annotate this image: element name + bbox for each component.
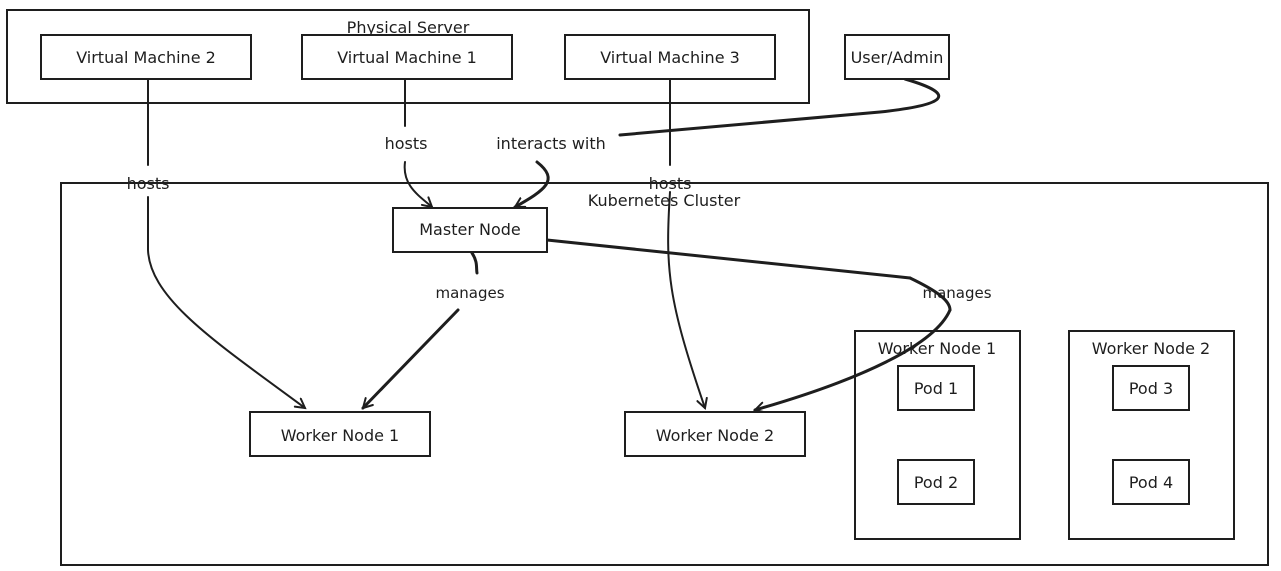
physical-server-container[interactable]: Physical Server — [6, 9, 810, 104]
node-user-admin[interactable]: User/Admin — [844, 34, 950, 80]
edge-label-vm1-hosts: hosts — [385, 134, 428, 153]
node-label: Virtual Machine 2 — [76, 48, 216, 67]
group-label: Worker Node 1 — [878, 339, 996, 358]
pod-label: Pod 3 — [1129, 379, 1173, 398]
group-label: Worker Node 2 — [1092, 339, 1210, 358]
edge-user-master[interactable] — [618, 77, 941, 137]
node-label: Worker Node 1 — [281, 426, 399, 445]
edges — [147, 77, 952, 410]
pod-label: Pod 1 — [914, 379, 958, 398]
worker-node-2-group[interactable]: Worker Node 2 — [1068, 330, 1235, 540]
node-label: Virtual Machine 3 — [600, 48, 740, 67]
pod-label: Pod 4 — [1129, 473, 1173, 492]
node-master[interactable]: Master Node — [392, 207, 548, 253]
edge-label-manages-worker2: manages — [922, 284, 991, 302]
pod-3[interactable]: Pod 3 — [1112, 365, 1190, 411]
edge-master-worker2-crossing — [908, 276, 952, 312]
edge-label-vm3-hosts: hosts — [649, 174, 692, 193]
pod-1[interactable]: Pod 1 — [897, 365, 975, 411]
node-virtual-machine-2[interactable]: Virtual Machine 2 — [40, 34, 252, 80]
edge-vm3-worker2[interactable] — [667, 78, 705, 408]
pod-4[interactable]: Pod 4 — [1112, 459, 1190, 505]
edge-vm1-master[interactable] — [403, 78, 432, 207]
node-label: Worker Node 2 — [656, 426, 774, 445]
pod-label: Pod 2 — [914, 473, 958, 492]
edge-label-interacts-with: interacts with — [496, 134, 606, 153]
edge-labels: hosts hosts interacts with hosts manages… — [127, 134, 992, 302]
edge-label-manages-worker1: manages — [435, 284, 504, 302]
kubernetes-cluster-label: Kubernetes Cluster — [588, 191, 741, 210]
physical-server-label: Physical Server — [347, 18, 470, 37]
node-worker-1[interactable]: Worker Node 1 — [249, 411, 431, 457]
node-label: Master Node — [419, 220, 520, 239]
node-label: Virtual Machine 1 — [337, 48, 477, 67]
node-label: User/Admin — [851, 48, 944, 67]
node-virtual-machine-3[interactable]: Virtual Machine 3 — [564, 34, 776, 80]
edge-user-master-tail[interactable] — [515, 160, 550, 209]
edge-master-worker2[interactable] — [545, 238, 952, 410]
node-virtual-machine-1[interactable]: Virtual Machine 1 — [301, 34, 513, 80]
edge-vm2-worker1[interactable] — [147, 78, 305, 408]
edge-label-vm2-hosts: hosts — [127, 174, 170, 193]
worker-node-1-group[interactable]: Worker Node 1 — [854, 330, 1021, 540]
node-worker-2[interactable]: Worker Node 2 — [624, 411, 806, 457]
edge-master-worker1[interactable] — [363, 251, 479, 408]
kubernetes-cluster-container[interactable] — [60, 182, 1269, 566]
pod-2[interactable]: Pod 2 — [897, 459, 975, 505]
